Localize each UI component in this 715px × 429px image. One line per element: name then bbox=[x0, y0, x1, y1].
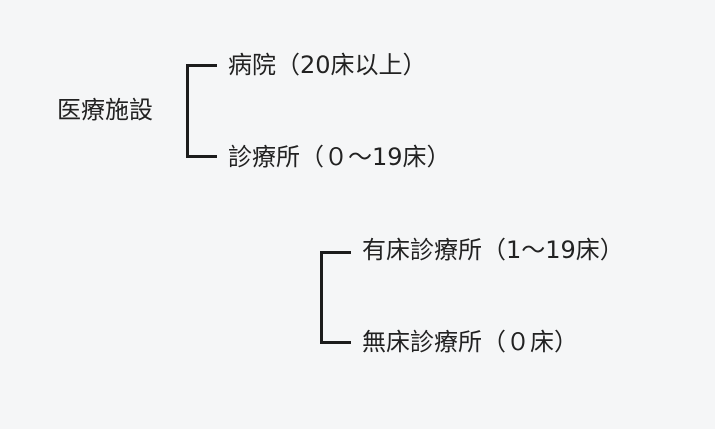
branch-hospital-label: 病院（20床以上） bbox=[228, 51, 427, 79]
sub-branch-inpatient-clinic-label: 有床診療所（1～19床） bbox=[362, 236, 624, 264]
sub-branch-outpatient-clinic-label: 無床診療所（０床） bbox=[362, 328, 578, 356]
secondary-bracket bbox=[320, 251, 351, 344]
root-node-label: 医療施設 bbox=[57, 96, 153, 124]
primary-bracket bbox=[186, 64, 217, 158]
branch-clinic-label: 診療所（０～19床） bbox=[228, 143, 451, 171]
